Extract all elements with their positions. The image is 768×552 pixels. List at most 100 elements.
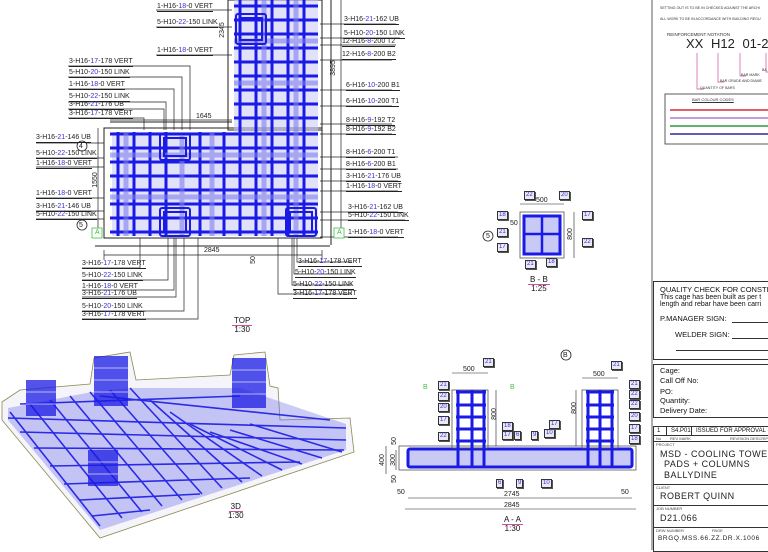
aa-col-height-right: 800 bbox=[570, 402, 578, 414]
rebar-label: 6-H16-10-200 T1 bbox=[346, 98, 400, 107]
bar-mark-tag: 21 bbox=[483, 358, 494, 367]
bar-mark-tag: 18 bbox=[497, 211, 508, 220]
delivery-date-field: Delivery Date: bbox=[660, 406, 708, 415]
bar-mark-tag: 10 bbox=[541, 479, 552, 488]
bar-mark-tag: 21 bbox=[611, 361, 622, 370]
aa-col-width-left: 500 bbox=[463, 366, 475, 373]
aa-cover-top: 50 bbox=[390, 437, 398, 445]
rebar-label: 5-H10-22-150 LINK bbox=[36, 150, 97, 159]
bb-cover-dim: 50 bbox=[510, 220, 518, 227]
bar-mark-tag: 18 bbox=[502, 422, 513, 431]
notation-example: XX H12 01-250 bbox=[686, 36, 768, 51]
rebar-label: 3-H16-21-176 UB bbox=[346, 173, 401, 182]
revision-header: No REV MARK REVISION DESCRIPTION bbox=[654, 436, 768, 442]
rebar-label: 1-H16-18-0 VERT bbox=[348, 229, 404, 238]
rebar-label: 3-H16-17-178 VERT bbox=[293, 290, 357, 299]
rebar-label: 5-H10-22-150 LINK bbox=[82, 272, 143, 281]
aa-edge-right: 50 bbox=[621, 489, 629, 496]
section-marker-4 bbox=[76, 140, 88, 152]
general-note-2: ALL WORK TO BE IN ACCORDANCE WITH BUILDI… bbox=[660, 17, 761, 21]
aa-cover-bottom: 50 bbox=[390, 475, 398, 483]
bar-mark-tag: 17 bbox=[497, 243, 508, 252]
dim-overall-width: 2845 bbox=[204, 247, 220, 254]
rebar-label: 8-H16-6-200 B1 bbox=[346, 161, 396, 170]
rebar-label: 5-H10-20-150 LINK bbox=[82, 303, 143, 312]
callout-spacing: BA bbox=[762, 68, 767, 72]
rebar-label: 3-H16-21-146 UB bbox=[36, 203, 91, 212]
rebar-label: 3-H16-21-162 UB bbox=[344, 16, 399, 25]
section-bb bbox=[519, 203, 575, 259]
callout-qty: QUANTITY OF BARS bbox=[700, 86, 735, 90]
rebar-label: 1-H16-18-0 VERT bbox=[346, 183, 402, 192]
aa-col-height-left: 800 bbox=[490, 408, 498, 420]
rebar-label: 3-H16-21-162 UB bbox=[348, 204, 403, 213]
section-marker-5 bbox=[76, 219, 88, 231]
rebar-label: 8-H16-9-192 B2 bbox=[346, 126, 396, 135]
welder-sign-line[interactable] bbox=[732, 338, 768, 339]
dim-right-height: 3895 bbox=[329, 60, 337, 76]
bar-mark-tag: 21 bbox=[629, 380, 640, 389]
rebar-label: 1-H16-18-0 VERT bbox=[36, 160, 92, 169]
bar-mark-tag: 22 bbox=[629, 400, 640, 409]
section-arrow-a-right: A bbox=[337, 229, 342, 236]
aa-arrow-b-right: B bbox=[510, 384, 515, 391]
bb-marker: 5 bbox=[486, 233, 490, 240]
bar-mark-tag: 6 bbox=[496, 479, 504, 488]
po-field: PO: bbox=[660, 387, 673, 396]
rebar-label: 1-H16-18-0 VERT bbox=[69, 81, 125, 90]
rebar-label: 3-H16-21-176 UB bbox=[69, 101, 124, 110]
bar-mark-tag: 18 bbox=[546, 258, 557, 267]
dwg-label: DRW NUMBER bbox=[656, 528, 684, 533]
qc-body-1: This cage has been built as per t bbox=[660, 294, 762, 301]
job-label: JOB NUMBER bbox=[656, 506, 683, 511]
bar-mark-tag: 20 bbox=[438, 403, 449, 412]
rebar-label: 12-H16-8-200 T2 bbox=[342, 38, 396, 47]
section-aa bbox=[385, 372, 637, 510]
quality-check-box: QUALITY CHECK FOR CONSTI This cage has b… bbox=[653, 281, 768, 360]
project-line-3: BALLYDINE bbox=[664, 470, 718, 480]
notation-title: REINFORCEMENT NOTATION bbox=[667, 32, 730, 37]
bar-mark-tag: 6 bbox=[514, 431, 522, 440]
rebar-label: 1-H16-18-0 VERT bbox=[36, 190, 92, 199]
general-note-1: SETTING OUT IS TO BE IN CHECKED AGAINST … bbox=[660, 6, 760, 10]
rebar-label: 5-H10-20-150 LINK bbox=[344, 30, 405, 39]
qc-body-2: length and rebar have been carri bbox=[660, 301, 762, 308]
rebar-label: 3-H16-17-178 VERT bbox=[298, 258, 362, 267]
rebar-label: 8-H16-9-192 T2 bbox=[346, 117, 396, 126]
bar-mark-tag: 17 bbox=[549, 420, 560, 429]
rebar-label: 3-H16-21-146 UB bbox=[36, 134, 91, 143]
aa-marker-b: B bbox=[563, 352, 568, 359]
rebar-label: 3-H16-17-178 VERT bbox=[69, 58, 133, 67]
section-marker-4-label: 4 bbox=[79, 143, 83, 150]
plan-column-cages bbox=[159, 13, 317, 237]
job-number: D21.066 bbox=[660, 513, 698, 523]
rebar-label: 6-H16-10-200 B1 bbox=[346, 82, 400, 91]
dwg-number: BRGQ.MSS.66.ZZ.DR.X.1006 bbox=[658, 535, 760, 542]
pm-sign-label: P.MANAGER SIGN: bbox=[660, 314, 727, 323]
project-line-1: MSD - COOLING TOWERS bbox=[660, 449, 768, 459]
bar-mark-tag: 17 bbox=[629, 424, 640, 433]
rebar-label: 5-H10-22-150 LINK bbox=[157, 19, 218, 28]
dim-upper-height: 2345 bbox=[218, 22, 226, 38]
title-block: 1 S4.P01 ISSUED FOR APPROVAL No REV MARK… bbox=[653, 426, 768, 552]
rebar-label: 3-H16-17-178 VERT bbox=[82, 260, 146, 269]
bar-mark-tag: 20 bbox=[559, 191, 570, 200]
aa-base-height: 400 bbox=[378, 454, 386, 466]
page-label: PAGE bbox=[712, 528, 723, 533]
bar-mark-tag: 22 bbox=[438, 432, 449, 441]
dim-left-wing: 1645 bbox=[196, 113, 212, 120]
aa-arrow-b-left: B bbox=[423, 384, 428, 391]
pm-sign-line[interactable] bbox=[732, 322, 768, 323]
client-label: CLIENT bbox=[656, 485, 671, 490]
rebar-label: 1-H16-18-0 VERT bbox=[157, 47, 213, 56]
bar-mark-tag: 22 bbox=[438, 392, 449, 401]
sign-line-extra[interactable] bbox=[676, 350, 768, 351]
bar-mark-tag: 21 bbox=[497, 228, 508, 237]
rebar-label: 5-H10-22-150 LINK bbox=[69, 93, 130, 102]
bar-mark-tag: 21 bbox=[438, 381, 449, 390]
